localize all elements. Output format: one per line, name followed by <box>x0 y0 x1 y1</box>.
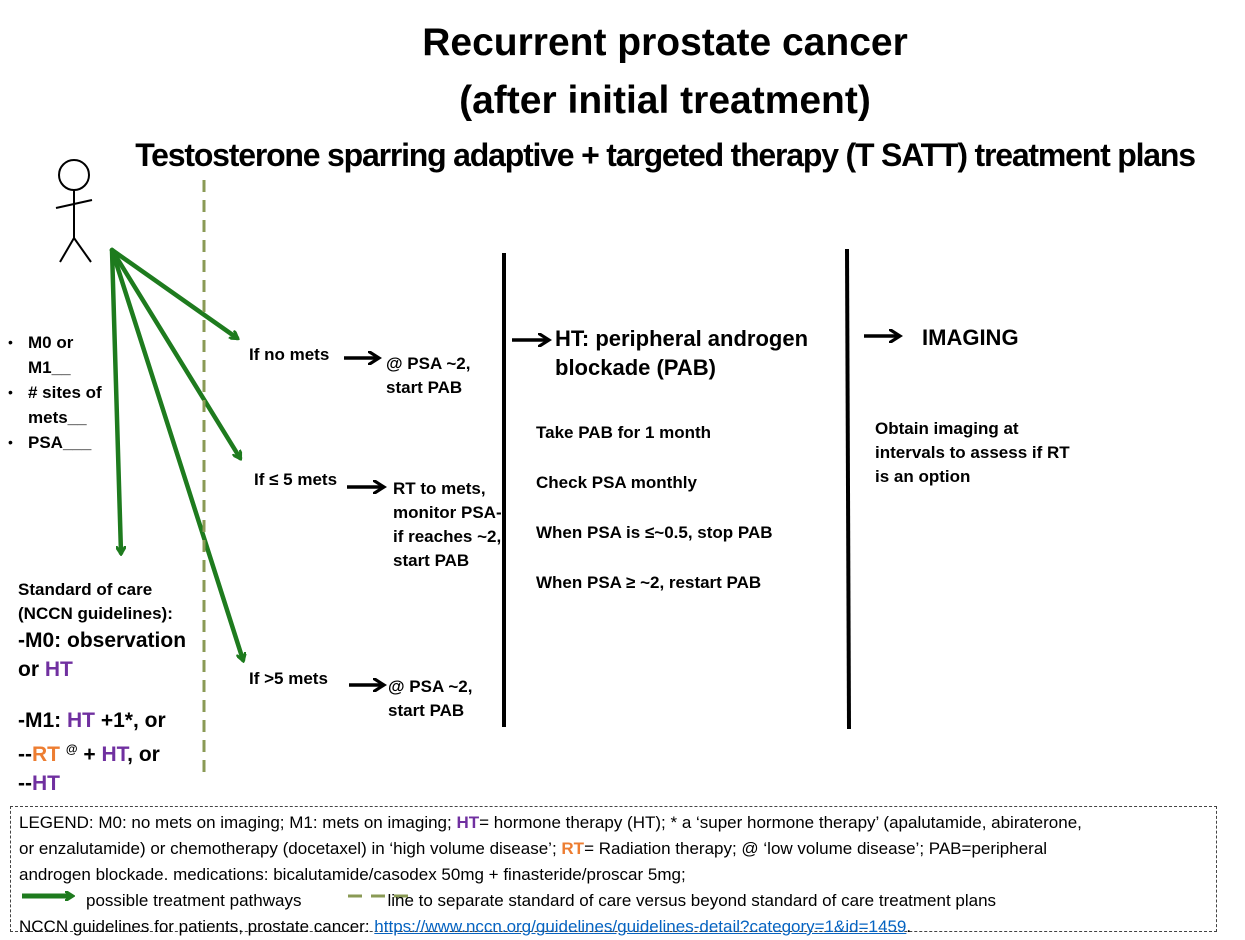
soc-m1-rt: --RT @ + HT, or <box>18 742 160 766</box>
status-psa: PSA___ <box>8 430 118 455</box>
branch-le5-mets-condition: If ≤ 5 mets <box>254 470 338 489</box>
soc-m0: -M0: observation or HT <box>18 629 187 681</box>
status-m0-m1: M0 or M1__ <box>8 330 118 380</box>
pathway-arrow-no-mets <box>109 247 237 341</box>
pathway-arrow-gt5-mets <box>109 247 243 660</box>
legend-key-dashed-text: line to separate standard of care versus… <box>387 891 997 910</box>
status-sites-of-mets: # sites of mets__ <box>8 380 118 430</box>
soc-m1: -M1: HT +1*, or <box>18 709 166 732</box>
standard-of-care-block: Standard of care (NCCN guidelines): -M0:… <box>18 578 208 798</box>
soc-heading: Standard of care (NCCN guidelines): <box>18 580 173 623</box>
patient-figure-icon <box>55 159 93 263</box>
branch-no-mets-condition: If no mets <box>249 345 330 364</box>
soc-m1-ht: --HT <box>18 772 60 795</box>
legend-box: LEGEND: M0: no mets on imaging; M1: mets… <box>10 806 1217 936</box>
ht-column-title: HT: peripheral androgen blockade (PAB) <box>555 326 809 380</box>
legend-line-1: LEGEND: M0: no mets on imaging; M1: mets… <box>19 813 1082 832</box>
branch-no-mets-action: @ PSA ~2, start PAB <box>386 354 471 397</box>
ht-step-1: Take PAB for 1 month <box>536 423 712 442</box>
legend-line-2: or enzalutamide) or chemotherapy (doceta… <box>19 839 1048 858</box>
imaging-column-title: IMAGING <box>922 325 1019 350</box>
legend-line-5: NCCN guidelines for patients, prostate c… <box>19 917 912 936</box>
ht-step-2: Check PSA monthly <box>536 473 697 492</box>
nccn-guidelines-link[interactable]: https://www.nccn.org/guidelines/guidelin… <box>374 917 907 936</box>
patient-status-list: M0 or M1__ # sites of mets__ PSA___ <box>8 330 118 455</box>
branch-gt5-mets-condition: If >5 mets <box>249 669 328 688</box>
legend-key-row: possible treatment pathways line to sepa… <box>19 888 1208 914</box>
legend-line-3: androgen blockade. medications: bicaluta… <box>19 865 686 884</box>
pathway-arrow-le5-mets <box>109 247 243 458</box>
title-line-3: Testosterone sparring adaptive + targete… <box>135 137 1196 173</box>
imaging-column-text: Obtain imaging at intervals to assess if… <box>875 419 1070 486</box>
branch-gt5-mets-action: @ PSA ~2, start PAB <box>388 677 473 720</box>
ht-step-4: When PSA ≥ ~2, restart PAB <box>536 573 762 592</box>
ht-step-3: When PSA is ≤~0.5, stop PAB <box>536 523 773 542</box>
branch-le5-mets-action: RT to mets, monitor PSA- if reaches ~2, … <box>393 479 502 570</box>
legend-key-arrow-text: possible treatment pathways <box>86 891 302 910</box>
title-line-1: Recurrent prostate cancer <box>422 21 908 64</box>
title-line-2: (after initial treatment) <box>459 79 871 122</box>
column-separator-2 <box>845 248 851 730</box>
